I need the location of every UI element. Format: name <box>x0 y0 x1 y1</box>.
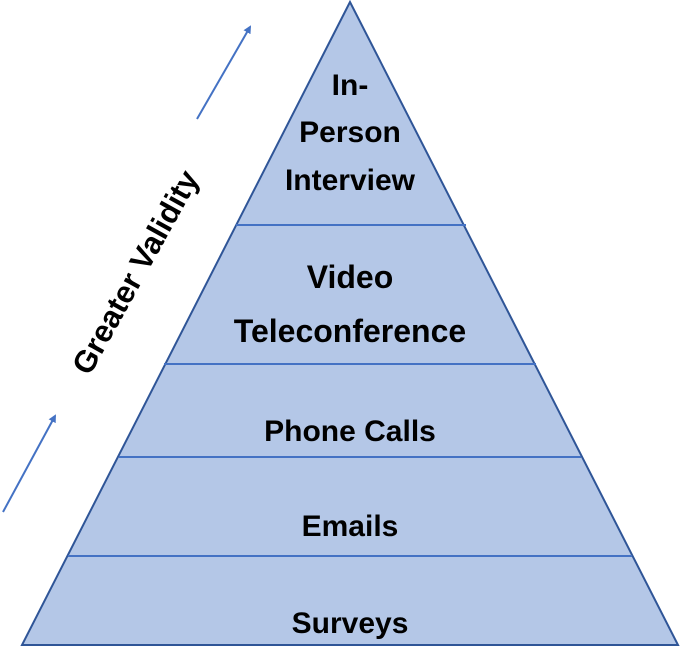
level-label: Teleconference <box>234 313 466 349</box>
pyramid-shape <box>20 0 680 646</box>
level-label: Person <box>299 116 401 149</box>
level-label: Interview <box>285 164 416 197</box>
upward-arrow-icon <box>196 25 251 120</box>
level-label: Surveys <box>292 607 409 640</box>
upward-arrow-icon <box>2 414 56 513</box>
level-label: In- <box>332 69 369 102</box>
level-label: Emails <box>302 510 399 543</box>
level-label: Phone Calls <box>264 415 436 448</box>
level-label: Video <box>307 259 394 295</box>
